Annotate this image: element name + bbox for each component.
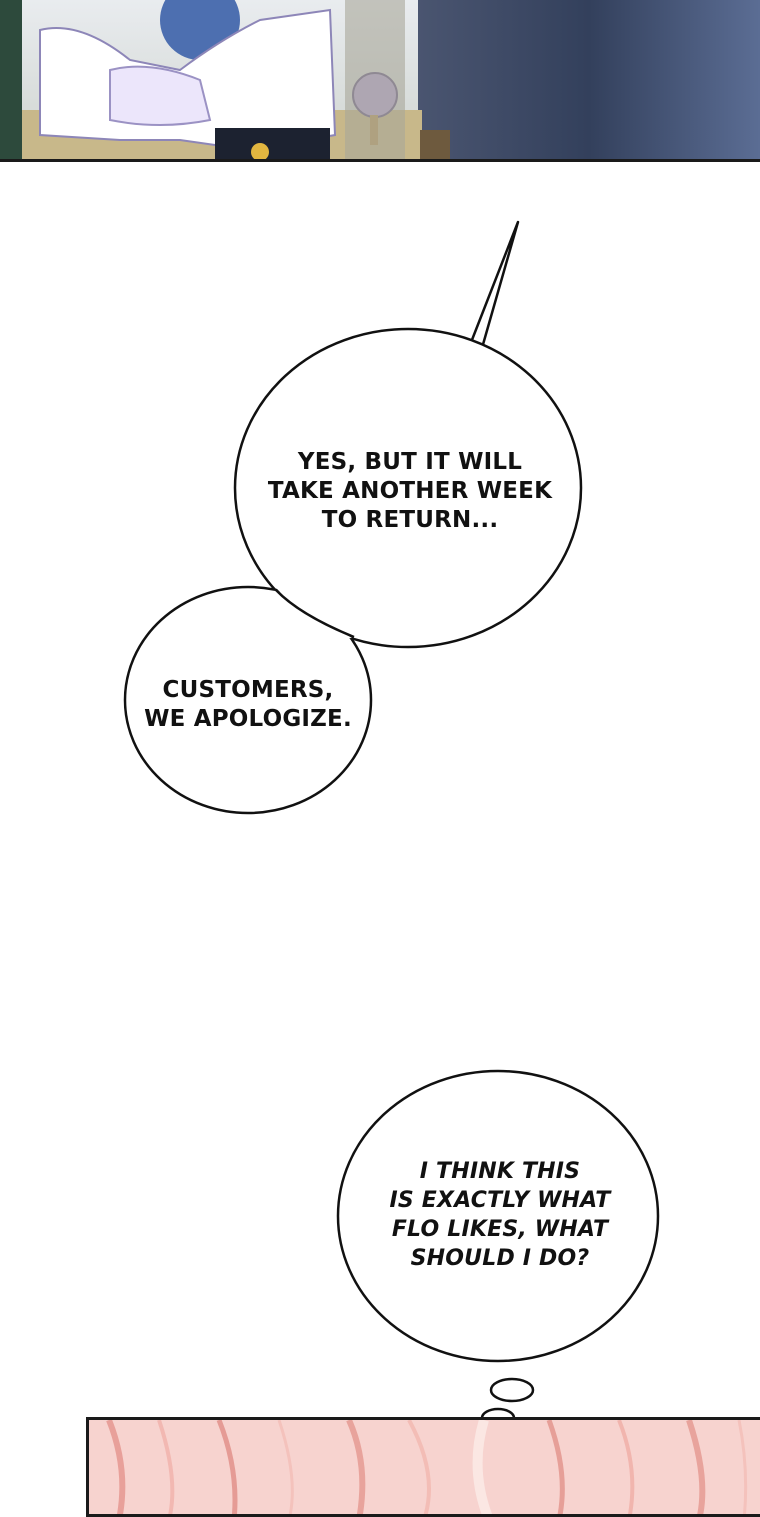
pink-hair-illustration [89,1420,760,1514]
bubble-join [127,331,579,811]
speech-bubble-1-text: YES, BUT IT WILL TAKE ANOTHER WEEK TO RE… [267,449,553,533]
thought-circle-large [489,1377,535,1403]
thought-bubble-text: I THINK THIS IS EXACTLY WHAT FLO LIKES, … [389,1159,611,1271]
bottom-comic-panel [86,1417,760,1517]
speech-bubble-2-text: CUSTOMERS, WE APOLOGIZE. [144,677,352,732]
top-comic-panel [0,0,760,162]
shop-interior-illustration [0,0,760,159]
